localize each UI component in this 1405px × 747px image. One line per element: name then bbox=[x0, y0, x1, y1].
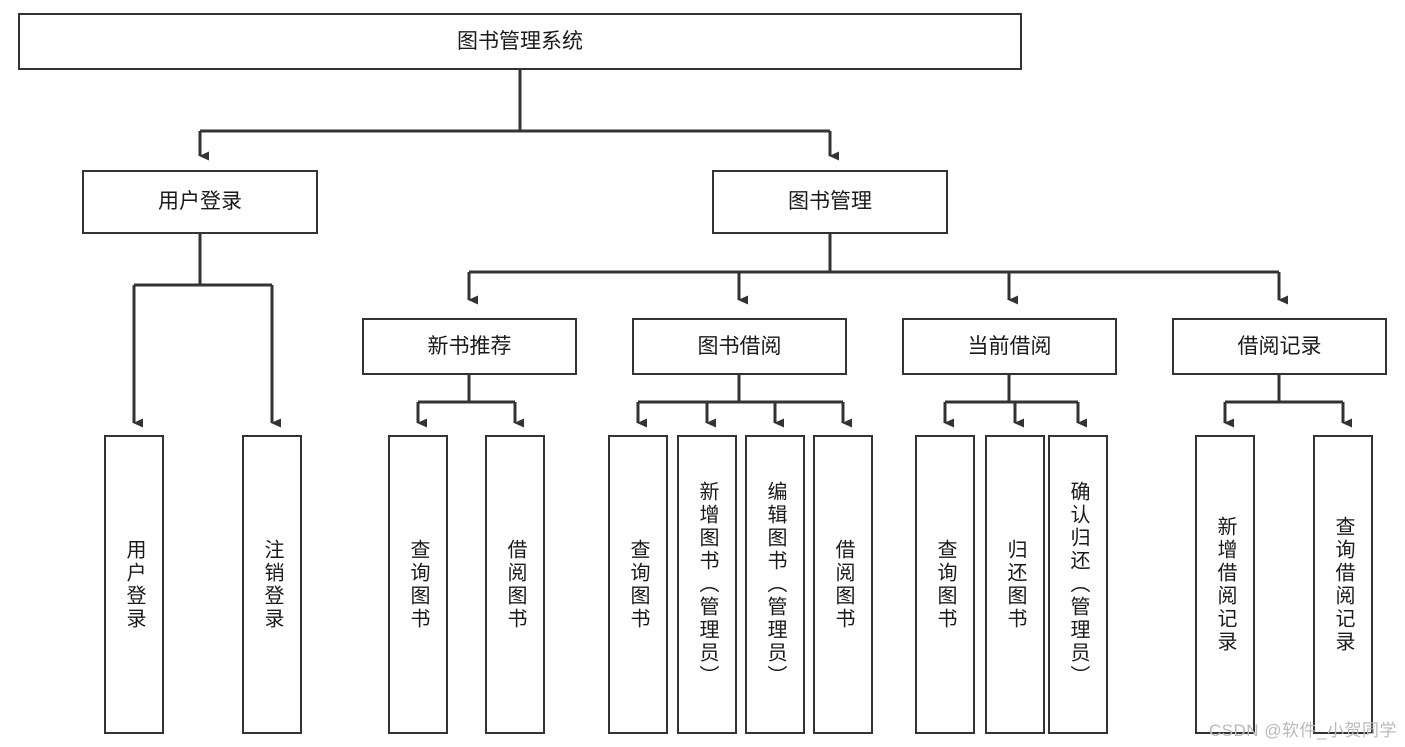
node-borrow-record-label: 借阅记录 bbox=[1237, 334, 1322, 358]
node-leaf-borrow-book-1-label: 借阅图书 bbox=[504, 538, 526, 631]
node-current-borrow[interactable]: 当前借阅 bbox=[902, 318, 1117, 375]
node-leaf-logout-label: 注销登录 bbox=[261, 538, 283, 631]
node-leaf-logout[interactable]: 注销登录 bbox=[242, 435, 302, 734]
node-new-book-recommend[interactable]: 新书推荐 bbox=[362, 318, 577, 375]
node-leaf-return-book-label: 归还图书 bbox=[1004, 538, 1026, 631]
node-leaf-query-book-2[interactable]: 查询图书 bbox=[608, 435, 668, 734]
node-borrow-record[interactable]: 借阅记录 bbox=[1172, 318, 1387, 375]
node-leaf-add-book-admin[interactable]: 新增图书（管理员） bbox=[677, 435, 737, 734]
node-book-borrow-label: 图书借阅 bbox=[697, 334, 782, 358]
node-leaf-edit-book-admin-label: 编辑图书（管理员） bbox=[764, 481, 786, 688]
node-leaf-query-book-3[interactable]: 查询图书 bbox=[915, 435, 975, 734]
node-book-management-label: 图书管理 bbox=[788, 190, 872, 214]
node-leaf-query-borrow-record[interactable]: 查询借阅记录 bbox=[1313, 435, 1373, 734]
node-root[interactable]: 图书管理系统 bbox=[18, 13, 1022, 70]
node-leaf-borrow-book-2[interactable]: 借阅图书 bbox=[813, 435, 873, 734]
node-leaf-add-borrow-record-label: 新增借阅记录 bbox=[1214, 515, 1236, 654]
node-leaf-return-book[interactable]: 归还图书 bbox=[985, 435, 1045, 734]
node-leaf-add-book-admin-label: 新增图书（管理员） bbox=[696, 481, 718, 688]
node-leaf-query-book-3-label: 查询图书 bbox=[934, 538, 956, 631]
node-user-login[interactable]: 用户登录 bbox=[82, 170, 318, 234]
node-leaf-confirm-return-admin-label: 确认归还（管理员） bbox=[1067, 481, 1089, 688]
node-leaf-edit-book-admin[interactable]: 编辑图书（管理员） bbox=[745, 435, 805, 734]
node-leaf-borrow-book-1[interactable]: 借阅图书 bbox=[485, 435, 545, 734]
node-current-borrow-label: 当前借阅 bbox=[967, 334, 1052, 358]
node-new-book-recommend-label: 新书推荐 bbox=[427, 334, 512, 358]
node-leaf-query-book-1[interactable]: 查询图书 bbox=[388, 435, 448, 734]
node-root-label: 图书管理系统 bbox=[457, 29, 583, 53]
node-leaf-borrow-book-2-label: 借阅图书 bbox=[832, 538, 854, 631]
node-leaf-query-borrow-record-label: 查询借阅记录 bbox=[1332, 515, 1354, 654]
node-user-login-label: 用户登录 bbox=[158, 190, 242, 214]
node-leaf-query-book-1-label: 查询图书 bbox=[407, 538, 429, 631]
node-book-borrow[interactable]: 图书借阅 bbox=[632, 318, 847, 375]
node-leaf-confirm-return-admin[interactable]: 确认归还（管理员） bbox=[1048, 435, 1108, 734]
node-leaf-user-login-label: 用户登录 bbox=[123, 538, 145, 631]
node-book-management[interactable]: 图书管理 bbox=[712, 170, 948, 234]
node-leaf-query-book-2-label: 查询图书 bbox=[627, 538, 649, 631]
node-leaf-user-login[interactable]: 用户登录 bbox=[104, 435, 164, 734]
node-leaf-add-borrow-record[interactable]: 新增借阅记录 bbox=[1195, 435, 1255, 734]
